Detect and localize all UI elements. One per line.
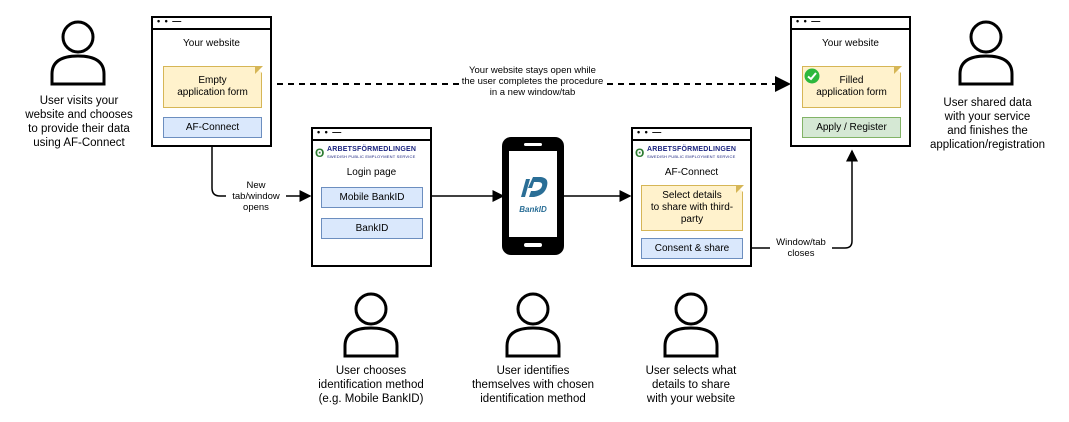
arbetsformedlingen-logo: ʘ ARBETSFÖRMEDLINGEN SWEDISH PUBLIC EMPL… <box>315 146 417 160</box>
af-logo-icon: ʘ <box>635 146 645 160</box>
chooses-caption: User chooses identification method (e.g.… <box>318 365 424 405</box>
afconnect-window: • • — ʘ ARBETSFÖRMEDLINGEN SWEDISH PUBLI… <box>631 127 752 267</box>
visitor-caption: User visits your website and chooses to … <box>25 95 133 149</box>
phone-home-bar <box>524 243 542 247</box>
window-title: Your website <box>822 38 879 49</box>
window-dots-icon: • • — <box>796 16 822 26</box>
user-icon <box>663 292 719 358</box>
window-title: Login page <box>346 167 397 178</box>
closes-arrow <box>743 149 858 249</box>
phone-device: BankID <box>502 137 564 255</box>
identifies-caption: User identifies themselves with chosen i… <box>471 365 595 405</box>
af-connect-button[interactable]: AF-Connect <box>163 117 262 138</box>
bankid-logo-icon <box>521 177 548 197</box>
user-icon <box>958 20 1014 86</box>
new-tab-label: New tab/window opens <box>226 180 286 213</box>
stays-open-label: Your website stays open while the user c… <box>461 65 604 98</box>
mobile-bankid-button[interactable]: Mobile BankID <box>321 187 423 208</box>
window-title: Your website <box>183 38 240 49</box>
phone-speaker <box>524 143 542 146</box>
bankid-button[interactable]: BankID <box>321 218 423 239</box>
apply-register-button[interactable]: Apply / Register <box>802 117 901 138</box>
login-window: • • — ʘ ARBETSFÖRMEDLINGEN SWEDISH PUBLI… <box>311 127 432 267</box>
window-dots-icon: • • — <box>317 127 343 137</box>
phone-screen: BankID <box>509 151 557 237</box>
user-icon <box>50 20 106 86</box>
user-icon <box>505 292 561 358</box>
user-icon <box>343 292 399 358</box>
new-tab-arrow <box>211 139 312 202</box>
arbetsformedlingen-logo: ʘ ARBETSFÖRMEDLINGEN SWEDISH PUBLIC EMPL… <box>635 146 737 160</box>
shared-caption: User shared data with your service and f… <box>929 97 1046 151</box>
closes-label: Window/tab closes <box>770 237 832 259</box>
consent-share-button[interactable]: Consent & share <box>641 238 743 259</box>
selects-caption: User selects what details to share with … <box>645 365 737 405</box>
bankid-label: BankID <box>519 205 547 214</box>
window-title: AF-Connect <box>664 167 719 178</box>
window-dots-icon: • • — <box>157 16 183 26</box>
checkmark-icon <box>804 68 820 84</box>
window-dots-icon: • • — <box>637 127 663 137</box>
af-logo-icon: ʘ <box>315 146 325 160</box>
